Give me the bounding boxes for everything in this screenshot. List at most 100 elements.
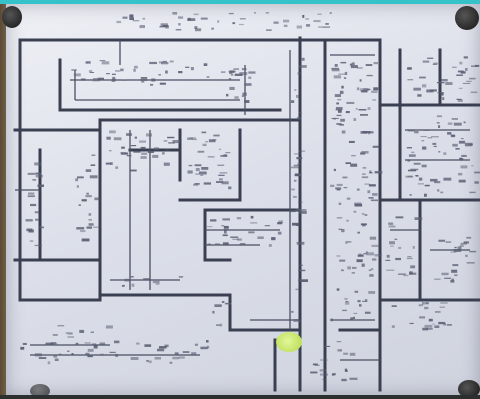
plan-scribble-mark [88,219,92,221]
plan-scribble-mark [345,301,348,303]
plan-scribble-mark [417,94,422,97]
plan-scribble-mark [414,131,419,134]
plan-scribble-mark [85,352,90,356]
plan-scribble-mark [206,226,213,228]
plan-scribble-mark [93,226,100,228]
plan-scribble-mark [343,187,348,189]
plan-scribble-mark [22,342,27,345]
plan-scribble-mark [169,361,173,364]
plan-scribble-mark [141,152,148,155]
plan-scribble-mark [347,266,351,270]
plan-scribble-mark [239,243,246,246]
plan-scribble-mark [336,288,340,291]
plan-scribble-mark [77,176,84,179]
plan-scribble-mark [299,65,307,68]
plan-scribble-mark [439,306,445,308]
plan-scribble-mark [466,262,475,264]
plan-scribble-mark [420,136,427,138]
plan-scribble-mark [335,107,343,111]
plan-scribble-mark [434,325,440,328]
plan-scribble-mark [427,57,434,59]
plan-scribble-mark [111,73,116,75]
plan-scribble-mark [212,310,215,314]
plan-scribble-mark [432,142,437,145]
plan-scribble-mark [386,254,390,258]
plan-scribble-mark [331,118,339,119]
plan-scribble-mark [218,174,225,176]
plan-scribble-mark [470,91,478,94]
plan-scribble-mark [161,62,169,65]
plan-scribble-mark [432,63,438,65]
plan-scribble-mark [75,178,79,182]
plan-scribble-mark [178,356,185,359]
plan-scribble-mark [87,348,94,352]
plan-scribble-mark [150,83,154,86]
plan-scribble-mark [165,149,169,151]
plan-scribble-mark [290,210,296,213]
plan-scribble-mark [366,88,371,90]
plan-scribble-mark [239,23,244,26]
plan-scribble-mark [293,179,297,182]
plan-scribble-mark [89,72,95,73]
plan-scribble-mark [86,61,91,64]
plan-scribble-mark [364,183,370,185]
plan-scribble-mark [371,90,378,93]
plan-scribble-mark [438,125,441,128]
plan-scribble-mark [298,279,302,281]
plan-scribble-mark [35,172,42,175]
plan-scribble-mark [200,174,204,176]
plan-scribble-mark [216,324,221,326]
plan-scribble-mark [20,346,25,350]
plan-scribble-mark [80,78,86,81]
plan-scribble-mark [357,231,360,234]
plan-scribble-mark [459,61,463,65]
plan-scribble-mark [239,72,248,76]
plan-scribble-mark [390,245,394,247]
plan-scribble-mark [441,272,449,276]
plan-scribble-mark [459,158,464,161]
plan-scribble-mark [306,24,311,27]
plan-scribble-mark [188,164,193,167]
plan-scribble-mark [34,211,39,214]
plan-scribble-mark [172,12,178,15]
plan-scribble-mark [278,220,284,223]
plan-scribble-mark [360,131,368,134]
plan-scribble-mark [88,213,92,216]
plan-scribble-mark [162,152,165,155]
plan-scribble-mark [266,29,272,31]
plan-scribble-mark [216,181,224,183]
plan-scribble-mark [237,238,242,241]
plan-scribble-mark [149,61,157,65]
plan-scribble-mark [84,61,88,64]
plan-scribble-mark [370,199,378,202]
plan-scribble-mark [356,188,360,191]
plan-scribble-mark [283,24,288,27]
plan-scribble-mark [142,17,146,20]
plan-scribble-mark [433,145,437,147]
plan-scribble-mark [47,361,51,365]
plan-scribble-mark [369,236,377,240]
plan-scribble-mark [391,305,397,307]
plan-scribble-mark [130,276,134,278]
plan-scribble-mark [360,152,366,155]
plan-scribble-mark [27,195,35,198]
plan-scribble-mark [228,12,234,15]
plan-scribble-mark [140,156,147,159]
plan-scribble-mark [343,77,347,79]
plan-scribble-mark [105,162,112,165]
plan-scribble-mark [187,18,196,21]
plan-scribble-mark [163,140,168,142]
plan-scribble-mark [368,184,376,187]
plan-scribble-mark [134,136,137,139]
plan-scribble-mark [422,302,425,305]
plan-scribble-mark [92,79,100,82]
plan-scribble-mark [437,189,440,192]
plan-scribble-mark [28,229,34,233]
plan-scribble-mark [391,325,395,328]
plan-scribble-mark [457,246,462,250]
plan-scribble-mark [264,225,271,227]
plan-scribble-mark [350,163,358,167]
plan-scribble-mark [345,162,351,164]
plan-scribble-mark [73,73,81,77]
plan-scribble-mark [339,259,346,262]
